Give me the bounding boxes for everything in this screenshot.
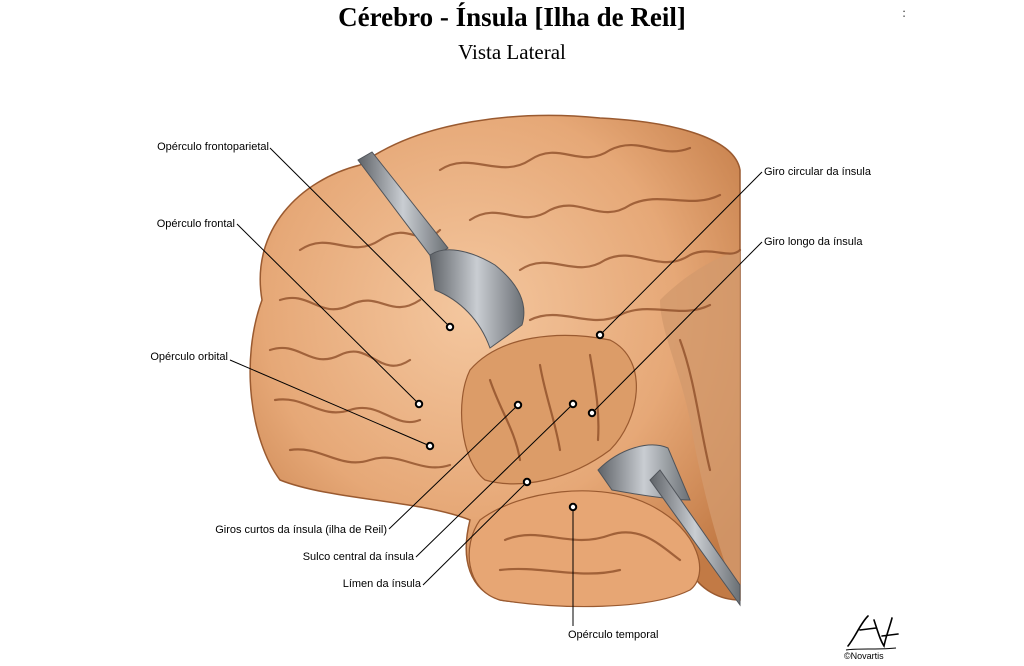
label-giro-circular: Giro circular da ínsula [764,166,871,178]
label-operculo-frontoparietal: Opérculo frontoparietal [157,141,269,153]
label-operculo-frontal: Opérculo frontal [156,218,235,230]
page-title: Cérebro - Ínsula [Ilha de Reil] [338,2,686,32]
label-operculo-temporal: Opérculo temporal [568,629,659,641]
leader-lines [229,147,763,626]
lower-retractor [597,444,741,607]
copyright-text: ©Novartis [844,651,884,661]
upper-retractor [357,151,525,349]
pointer-dots [414,322,605,512]
corner-mark: : [902,6,906,21]
temporal-lobe [468,490,701,608]
label-operculo-orbital: Opérculo orbital [150,351,228,363]
label-giro-longo: Giro longo da ínsula [764,236,863,248]
label-sulco-central: Sulco central da ínsula [302,551,414,563]
label-limen: Límen da ínsula [342,578,421,590]
page-subtitle: Vista Lateral [458,40,566,64]
label-giros-curtos: Giros curtos da ínsula (ilha de Reil) [215,524,387,536]
artist-signature-icon [845,615,899,651]
